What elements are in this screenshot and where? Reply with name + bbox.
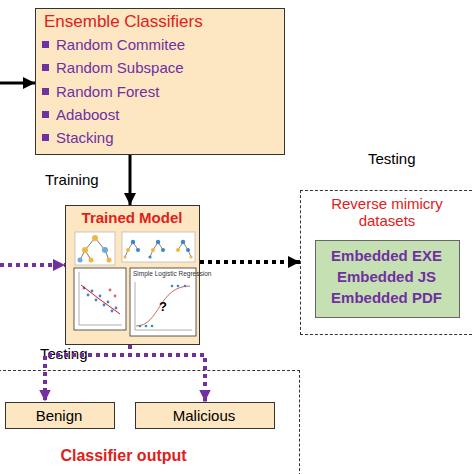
dataset-group: Reverse mimicry datasetsEmbedded EXEEmbe… (300, 190, 474, 335)
scatter-plot-thumbnail-part (107, 301, 110, 304)
logistic-curve-thumbnail-part (171, 285, 174, 288)
scatter-plot-thumbnail-part (91, 290, 94, 293)
logistic-curve-thumbnail-part (135, 330, 192, 331)
box-heading: Trained Model (66, 209, 198, 226)
chart-title: Simple Logistic Regression (133, 270, 211, 277)
random-forest-thumbnail-part (161, 248, 165, 252)
random-forest-thumbnail-part (176, 248, 180, 252)
input-arrow (0, 83, 35, 84)
scatter-plot-thumbnail-part (114, 295, 117, 298)
scatter-plot-thumbnail-part (109, 289, 112, 292)
logistic-curve-thumbnail-part (184, 285, 187, 288)
flow-arrow (200, 260, 300, 264)
scatter-plot-thumbnail-part (87, 294, 90, 297)
input-arrow-part (0, 82, 35, 85)
logistic-curve-thumbnail-part (130, 268, 196, 336)
output-label: Benign (6, 407, 113, 424)
random-forest-thumbnail-part (131, 240, 135, 244)
group-heading: Classifier output (1, 447, 246, 465)
logistic-curve-thumbnail-part (135, 282, 136, 330)
list-item: Random Commitee (56, 36, 185, 53)
logistic-curve-thumbnail-part (177, 285, 180, 288)
logistic-curve-thumbnail-part (139, 325, 142, 328)
logistic-curve-thumbnail (130, 268, 196, 336)
output-label: Malicious (136, 407, 273, 424)
decision-tree-thumbnail-part (102, 247, 108, 253)
dataset-name: Embedded EXE (316, 247, 458, 264)
decision-tree-thumbnail-part (107, 258, 112, 263)
random-forest-thumbnail (122, 232, 195, 262)
list-item: Adaboost (56, 106, 119, 123)
list-item: Random Forest (56, 83, 159, 100)
random-forest-thumbnail-part (122, 232, 195, 262)
decision-tree-thumbnail-part (78, 258, 83, 263)
random-forest-thumbnail-part (189, 255, 192, 258)
decision-tree-thumbnail-part (75, 232, 115, 265)
scatter-plot-thumbnail-part (81, 285, 120, 314)
group-heading: Reverse mimicry datasets (323, 195, 451, 230)
decision-tree-thumbnail-part (89, 258, 94, 263)
scatter-plot-thumbnail-part (111, 310, 114, 313)
list-item: Stacking (56, 129, 114, 146)
random-forest-thumbnail-part (136, 248, 140, 252)
random-forest-thumbnail-part (181, 240, 185, 244)
phase-label: Testing (368, 151, 416, 168)
logistic-curve-thumbnail-part (136, 286, 190, 326)
output-box: Malicious (135, 402, 275, 429)
random-forest-thumbnail-part (156, 240, 160, 244)
decision-tree-thumbnail (75, 232, 115, 265)
scatter-plot-thumbnail-part (103, 304, 106, 307)
scatter-plot-thumbnail-part (74, 268, 126, 330)
logistic-curve-thumbnail-part (151, 325, 154, 328)
random-forest-thumbnail-part (151, 248, 155, 252)
random-forest-thumbnail-part (186, 248, 190, 252)
scatter-plot-thumbnail (74, 268, 126, 330)
output-box: Benign (5, 402, 115, 429)
decision-tree-thumbnail-part (92, 235, 98, 241)
phase-label: Training (45, 172, 99, 189)
decision-tree-thumbnail-part (82, 247, 88, 253)
input-dotted-arrow (0, 265, 65, 266)
dataset-name: Embedded JS (316, 268, 458, 285)
process-box: Ensemble ClassifiersRandom CommiteeRando… (35, 8, 285, 155)
scatter-plot-thumbnail-part (99, 295, 102, 298)
dataset-name: Embedded PDF (316, 289, 458, 306)
question-mark: ? (159, 300, 167, 314)
scatter-plot-thumbnail-part (79, 272, 80, 325)
flow-arrow (130, 345, 205, 402)
scatter-plot-thumbnail-part (95, 299, 98, 302)
output-group: Classifier output Benign Malicious (0, 370, 300, 474)
random-forest-thumbnail-part (123, 255, 126, 258)
scatter-plot-thumbnail-part (115, 307, 118, 310)
flow-arrow (129, 155, 132, 205)
logistic-curve-thumbnail-part (145, 325, 148, 328)
random-forest-thumbnail-part (148, 255, 151, 258)
scatter-plot-thumbnail-part (79, 325, 122, 326)
list-item: Random Subspace (56, 59, 184, 76)
dataset-box: Embedded EXE Embedded JS Embedded PDF (315, 240, 460, 318)
input-dotted-arrow-part (0, 263, 65, 267)
random-forest-thumbnail-part (126, 248, 130, 252)
box-heading: Ensemble Classifiers (44, 12, 203, 32)
